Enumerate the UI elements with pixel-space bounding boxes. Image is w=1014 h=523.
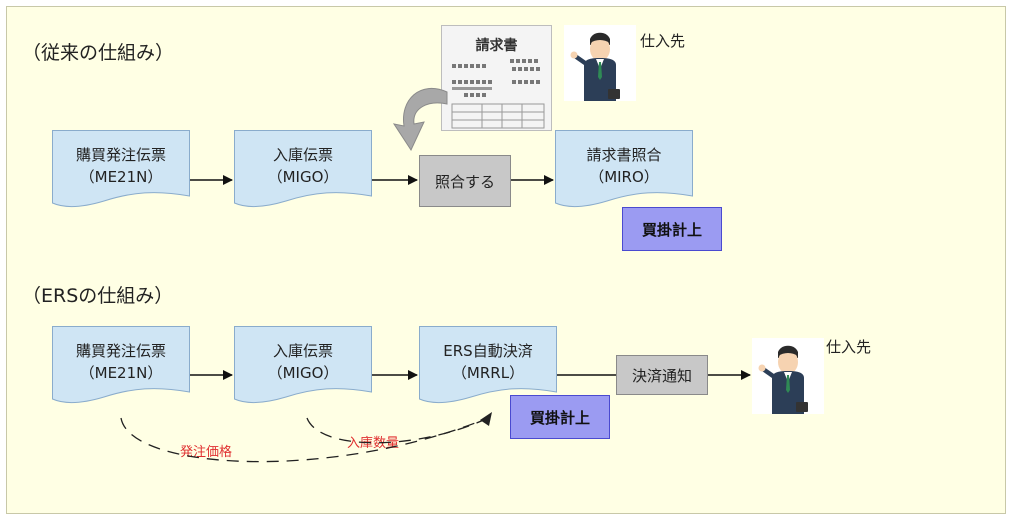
po-price-label: 発注価格: [180, 445, 233, 460]
ers-settlement-document: ERS自動決済 （MRRL）: [419, 326, 557, 406]
section-title-ers: （ERSの仕組み）: [22, 285, 174, 307]
gr-document-ers: 入庫伝票 （MIGO）: [234, 326, 372, 406]
section-title-traditional: （従来の仕組み）: [22, 42, 175, 64]
document-shape: [234, 130, 372, 208]
invoice-lines: [451, 59, 545, 129]
supplier-label: 仕入先: [640, 32, 686, 50]
gr-document-code: （MIGO）: [267, 168, 339, 186]
match-box: 照合する: [419, 155, 511, 207]
payment-notice-box: 決済通知: [616, 355, 708, 395]
businessman-illustration: [570, 32, 620, 101]
supplier-person-icon-ers: [752, 338, 824, 414]
document-shape: [52, 130, 190, 208]
invoice-verification-document: 請求書照合 （MIRO）: [555, 130, 693, 210]
document-shape: [52, 326, 190, 404]
invoice-verification-code: （MIRO）: [589, 168, 659, 186]
ap-posting-badge: 買掛計上: [622, 207, 722, 251]
po-document-label: 購買発注伝票: [75, 146, 166, 164]
businessman-illustration: [758, 345, 808, 414]
invoice-paper-illustration: 請求書: [441, 25, 552, 131]
gr-document-code: （MIGO）: [267, 364, 339, 382]
gr-document: 入庫伝票 （MIGO）: [234, 130, 372, 210]
ers-settlement-label: ERS自動決済: [443, 342, 533, 360]
invoice-title: 請求書: [475, 38, 518, 54]
gr-quantity-label: 入庫数量: [347, 436, 400, 451]
document-shape: [234, 326, 372, 404]
document-shape: [555, 130, 693, 208]
po-document-code: （ME21N）: [79, 364, 163, 382]
gr-document-label: 入庫伝票: [272, 146, 333, 164]
supplier-label-ers: 仕入先: [826, 338, 872, 356]
po-document-ers: 購買発注伝票 （ME21N）: [52, 326, 190, 406]
po-document: 購買発注伝票 （ME21N）: [52, 130, 190, 210]
gr-document-label: 入庫伝票: [272, 342, 333, 360]
supplier-person-icon: [564, 25, 636, 101]
document-shape: [419, 326, 557, 404]
ers-settlement-code: （MRRL）: [451, 364, 525, 382]
po-document-code: （ME21N）: [79, 168, 163, 186]
invoice-verification-label: 請求書照合: [586, 146, 662, 164]
ap-posting-badge-ers: 買掛計上: [510, 395, 610, 439]
po-document-label: 購買発注伝票: [75, 342, 166, 360]
